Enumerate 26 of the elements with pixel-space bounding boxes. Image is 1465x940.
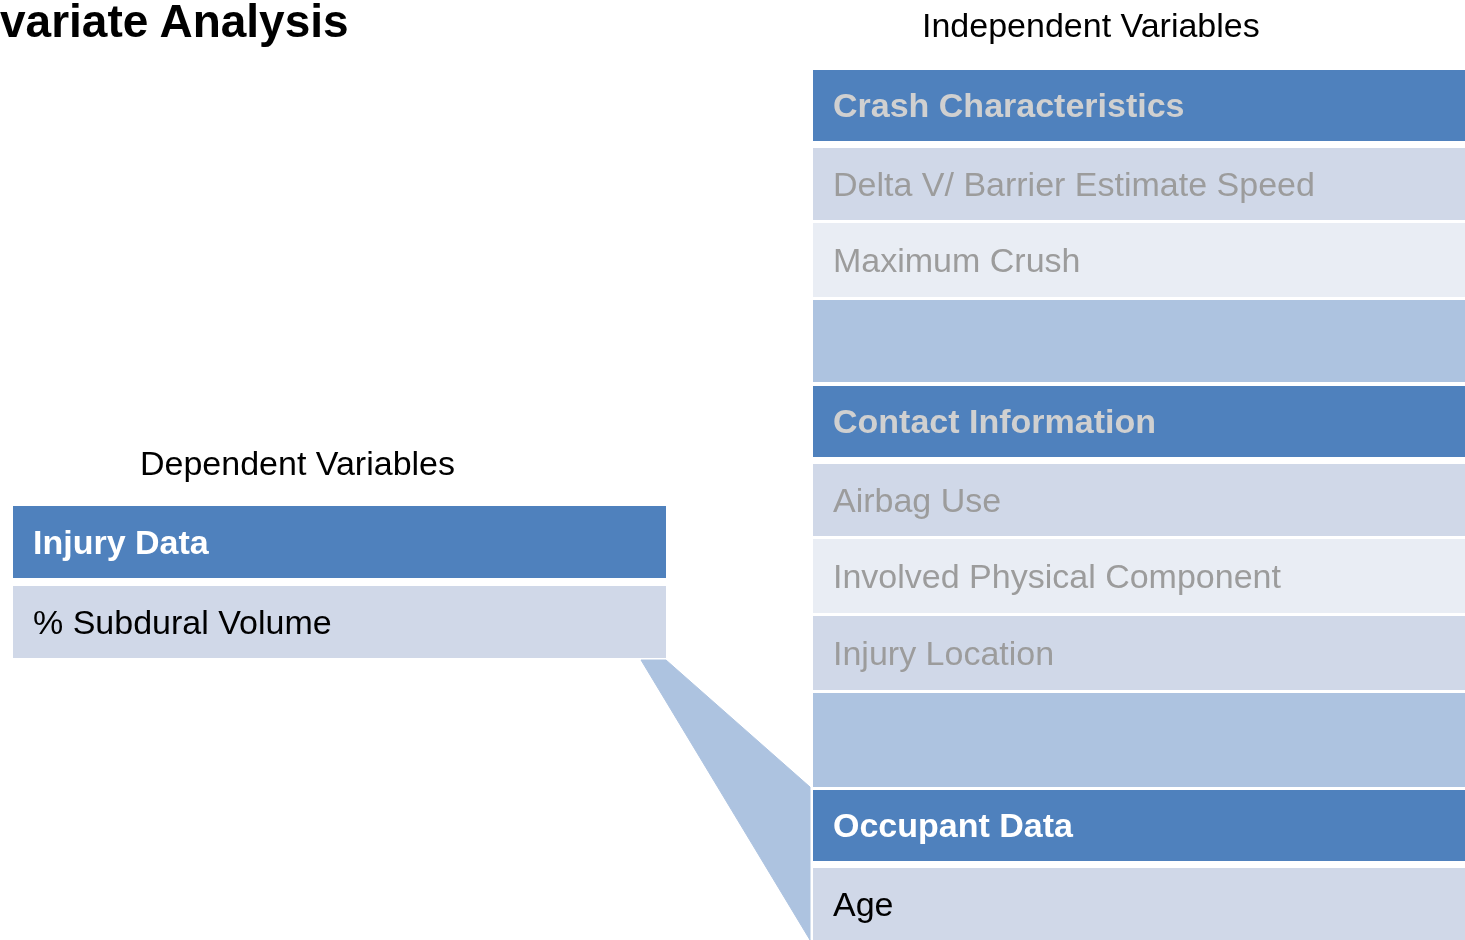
table-row: [813, 148, 1465, 220]
header-text: Contact Information: [833, 402, 1156, 441]
row-text: Involved Physical Component: [833, 556, 1281, 596]
row-text: % Subdural Volume: [33, 602, 332, 642]
table-header-bar: [813, 70, 1465, 141]
connector-wedge: [640, 659, 811, 940]
table-row: [13, 586, 666, 658]
row-text: Injury Location: [833, 633, 1055, 673]
table-header-bar: [13, 506, 666, 578]
column-heading: Dependent Variables: [140, 444, 456, 483]
header-text: Occupant Data: [833, 806, 1073, 845]
table-row: [813, 464, 1465, 536]
row-text: Airbag Use: [833, 480, 1002, 520]
table-header-bar: [813, 386, 1465, 457]
table-row: [813, 868, 1465, 940]
bar-band: [813, 300, 1465, 382]
table-row: [813, 616, 1465, 690]
header-text: Crash Characteristics: [833, 86, 1185, 125]
bar-band: [813, 693, 1465, 787]
row-text: Delta V/ Barrier Estimate Speed: [833, 164, 1315, 204]
column-heading: Independent Variables: [922, 6, 1260, 45]
table-header-bar: [813, 790, 1465, 861]
row-text: Age: [833, 884, 894, 924]
header-text: Injury Data: [33, 522, 209, 562]
title: variate Analysis: [0, 0, 349, 48]
row-text: Maximum Crush: [833, 240, 1081, 280]
